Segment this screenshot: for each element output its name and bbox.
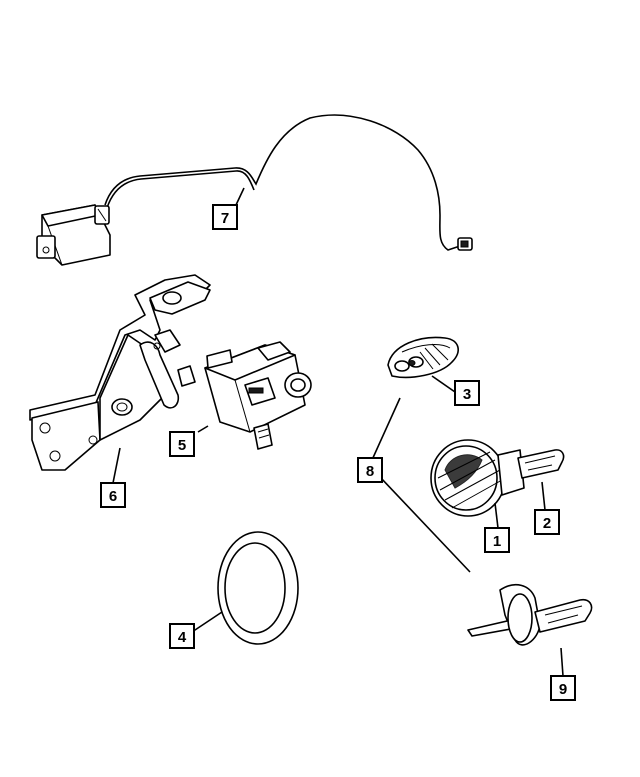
callout-5: 5 (169, 431, 195, 457)
leader-lines (112, 187, 564, 677)
key-head-icon (430, 439, 525, 517)
callout-7: 7 (212, 204, 238, 230)
ignition-switch-module-icon (204, 341, 312, 450)
callout-2: 2 (534, 509, 560, 535)
callout-4: 4 (169, 623, 195, 649)
callout-8-label: 8 (366, 463, 374, 480)
antenna-module-cable-icon (36, 114, 473, 266)
callout-3: 3 (454, 380, 480, 406)
callout-8: 8 (357, 457, 383, 483)
callout-2-label: 2 (543, 515, 551, 532)
callout-5-label: 5 (178, 437, 186, 454)
callout-7-label: 7 (221, 210, 229, 227)
callout-9-label: 9 (559, 681, 567, 698)
key-blade-icon (517, 449, 565, 479)
spare-key-icon (467, 583, 593, 646)
callout-1-label: 1 (493, 533, 501, 550)
callout-9: 9 (550, 675, 576, 701)
callout-1: 1 (484, 527, 510, 553)
key-fob-icon (387, 336, 459, 379)
callout-3-label: 3 (463, 386, 471, 403)
callout-6: 6 (100, 482, 126, 508)
mounting-bracket-icon (29, 274, 211, 471)
callout-6-label: 6 (109, 488, 117, 505)
callout-4-label: 4 (178, 629, 187, 646)
o-ring-icon (217, 531, 299, 645)
